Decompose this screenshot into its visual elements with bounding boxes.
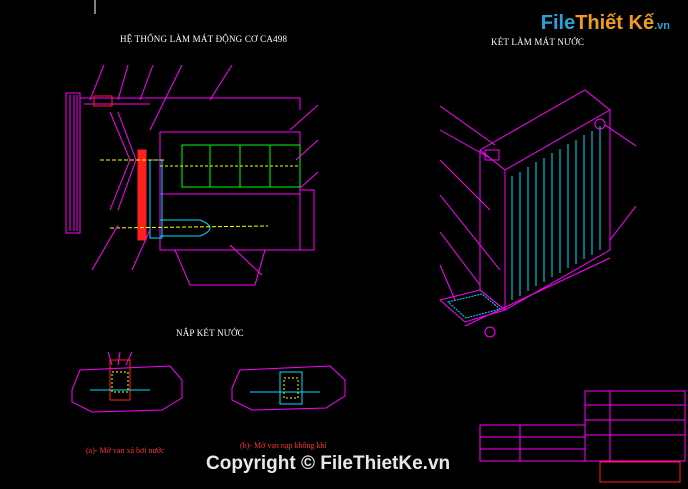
title-radiator: KÉT LÀM MÁT NƯỚC [491, 37, 585, 47]
title-cap: NẮP KÉT NƯỚC [176, 328, 244, 338]
logo-part-thietke: Thiết Kế [575, 12, 655, 34]
engine-cooling-diagram [65, 64, 319, 286]
radiator-diagram [438, 89, 637, 338]
caption-steam-valve: (a)- Mở van xả hơi nước [86, 446, 165, 455]
cap-a-diagram [71, 351, 183, 413]
caption-air-valve: (b)- Mở van nạp không khí [240, 441, 327, 450]
cap-b-diagram [231, 365, 346, 411]
copyright-watermark: Copyright © FileThietKe.vn [206, 453, 451, 474]
logo-suffix: .vn [654, 20, 670, 32]
logo-part-file: File [540, 12, 576, 34]
title-engine-system: HỆ THỐNG LÀM MÁT ĐỘNG CƠ CA498 [120, 34, 288, 44]
site-logo: FileThiết Kế.vn [541, 12, 670, 35]
title-block [479, 390, 686, 483]
